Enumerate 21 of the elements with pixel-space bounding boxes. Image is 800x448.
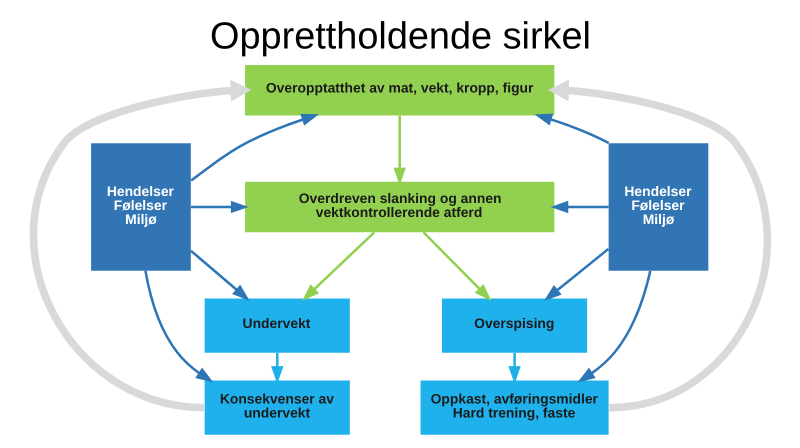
- arrow: [550, 200, 608, 214]
- arrow: [190, 114, 319, 182]
- arrow: [190, 200, 248, 214]
- node-box: Hendelser Følelser Miljø: [90, 143, 190, 271]
- arrow: [534, 114, 609, 144]
- arrow: [29, 80, 251, 412]
- node-box: Hendelser Følelser Miljø: [608, 143, 708, 271]
- node-box: Oppkast, avføringsmidler Hard trening, faste: [420, 380, 608, 435]
- node-box: Overdreven slanking og annen vektkontrollerende atferd: [244, 182, 554, 232]
- arrow: [144, 270, 213, 382]
- arrow: [548, 80, 770, 412]
- node-box: Konsekvenser av undervekt: [204, 380, 350, 435]
- diagram-title: Opprettholdende sirkel: [210, 16, 590, 58]
- node-box: Overspising: [442, 298, 587, 353]
- arrow: [543, 248, 609, 301]
- node-box: Undervekt: [204, 298, 350, 353]
- arrow: [576, 270, 652, 382]
- arrow: [301, 231, 375, 301]
- arrow: [422, 231, 491, 302]
- node-box: Overopptatthet av mat, vekt, kropp, figur: [244, 64, 554, 116]
- arrow: [190, 250, 250, 301]
